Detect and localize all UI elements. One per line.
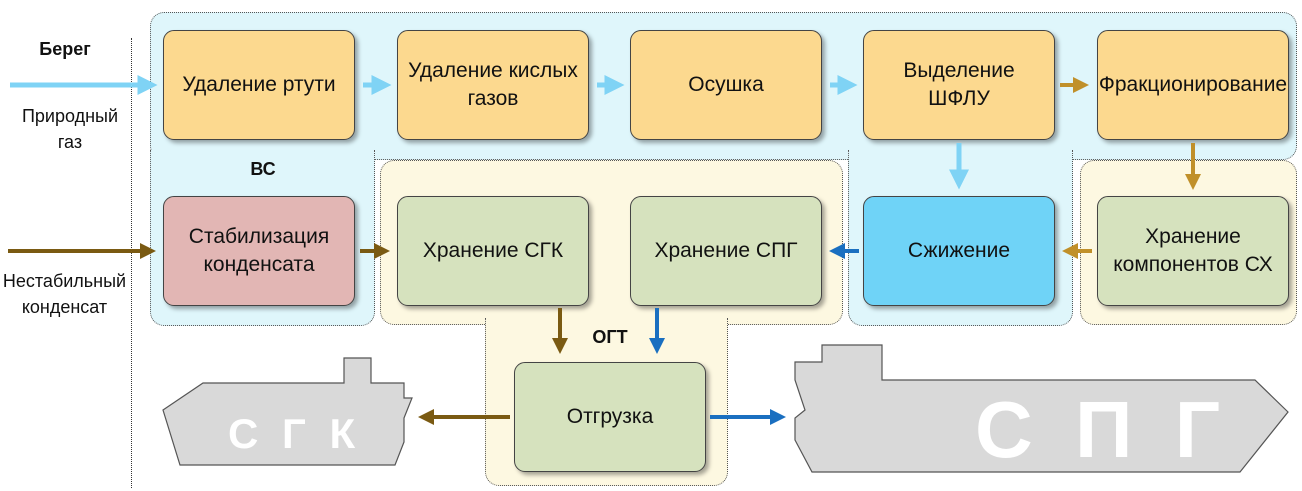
refrigerant-storage-block[interactable]: Хранение компонентов СХ [1097, 196, 1289, 306]
sgk-ship-label: С Г К [228, 410, 362, 457]
lng-tanker-ship [794, 344, 1289, 473]
lng-ship-label: С П Г [975, 385, 1231, 474]
shore-label: Берег [39, 39, 91, 59]
unstable-condensate-label: Нестабильный конденсат [2, 271, 127, 318]
ngl-extraction-block[interactable]: Выделение ШФЛУ [863, 30, 1055, 140]
bs-zone-label: ВС [250, 159, 276, 179]
sgk-storage-block[interactable]: Хранение СГК [397, 196, 589, 306]
fractionation-block[interactable]: Фракционирование [1097, 30, 1289, 140]
drying-block[interactable]: Осушка [630, 30, 822, 140]
natural-gas-label: Природный газ [21, 106, 119, 153]
sgk-tanker-ship [162, 357, 413, 466]
loading-block[interactable]: Отгрузка [514, 362, 706, 472]
condensate-stabilization-block[interactable]: Стабилизация конденсата [163, 196, 355, 306]
lng-storage-block[interactable]: Хранение СПГ [630, 196, 822, 306]
liquefaction-block[interactable]: Сжижение [863, 196, 1055, 306]
lng-arrows [649, 243, 859, 425]
mercury-removal-block[interactable]: Удаление ртути [163, 30, 355, 140]
fractionation-arrows [1060, 77, 1201, 259]
gas-arrows [10, 75, 969, 190]
acid-gas-removal-block[interactable]: Удаление кислых газов [397, 30, 589, 140]
condensate-arrows [8, 243, 568, 425]
shore-divider [131, 38, 132, 488]
ogt-zone-label: ОГТ [592, 327, 628, 347]
